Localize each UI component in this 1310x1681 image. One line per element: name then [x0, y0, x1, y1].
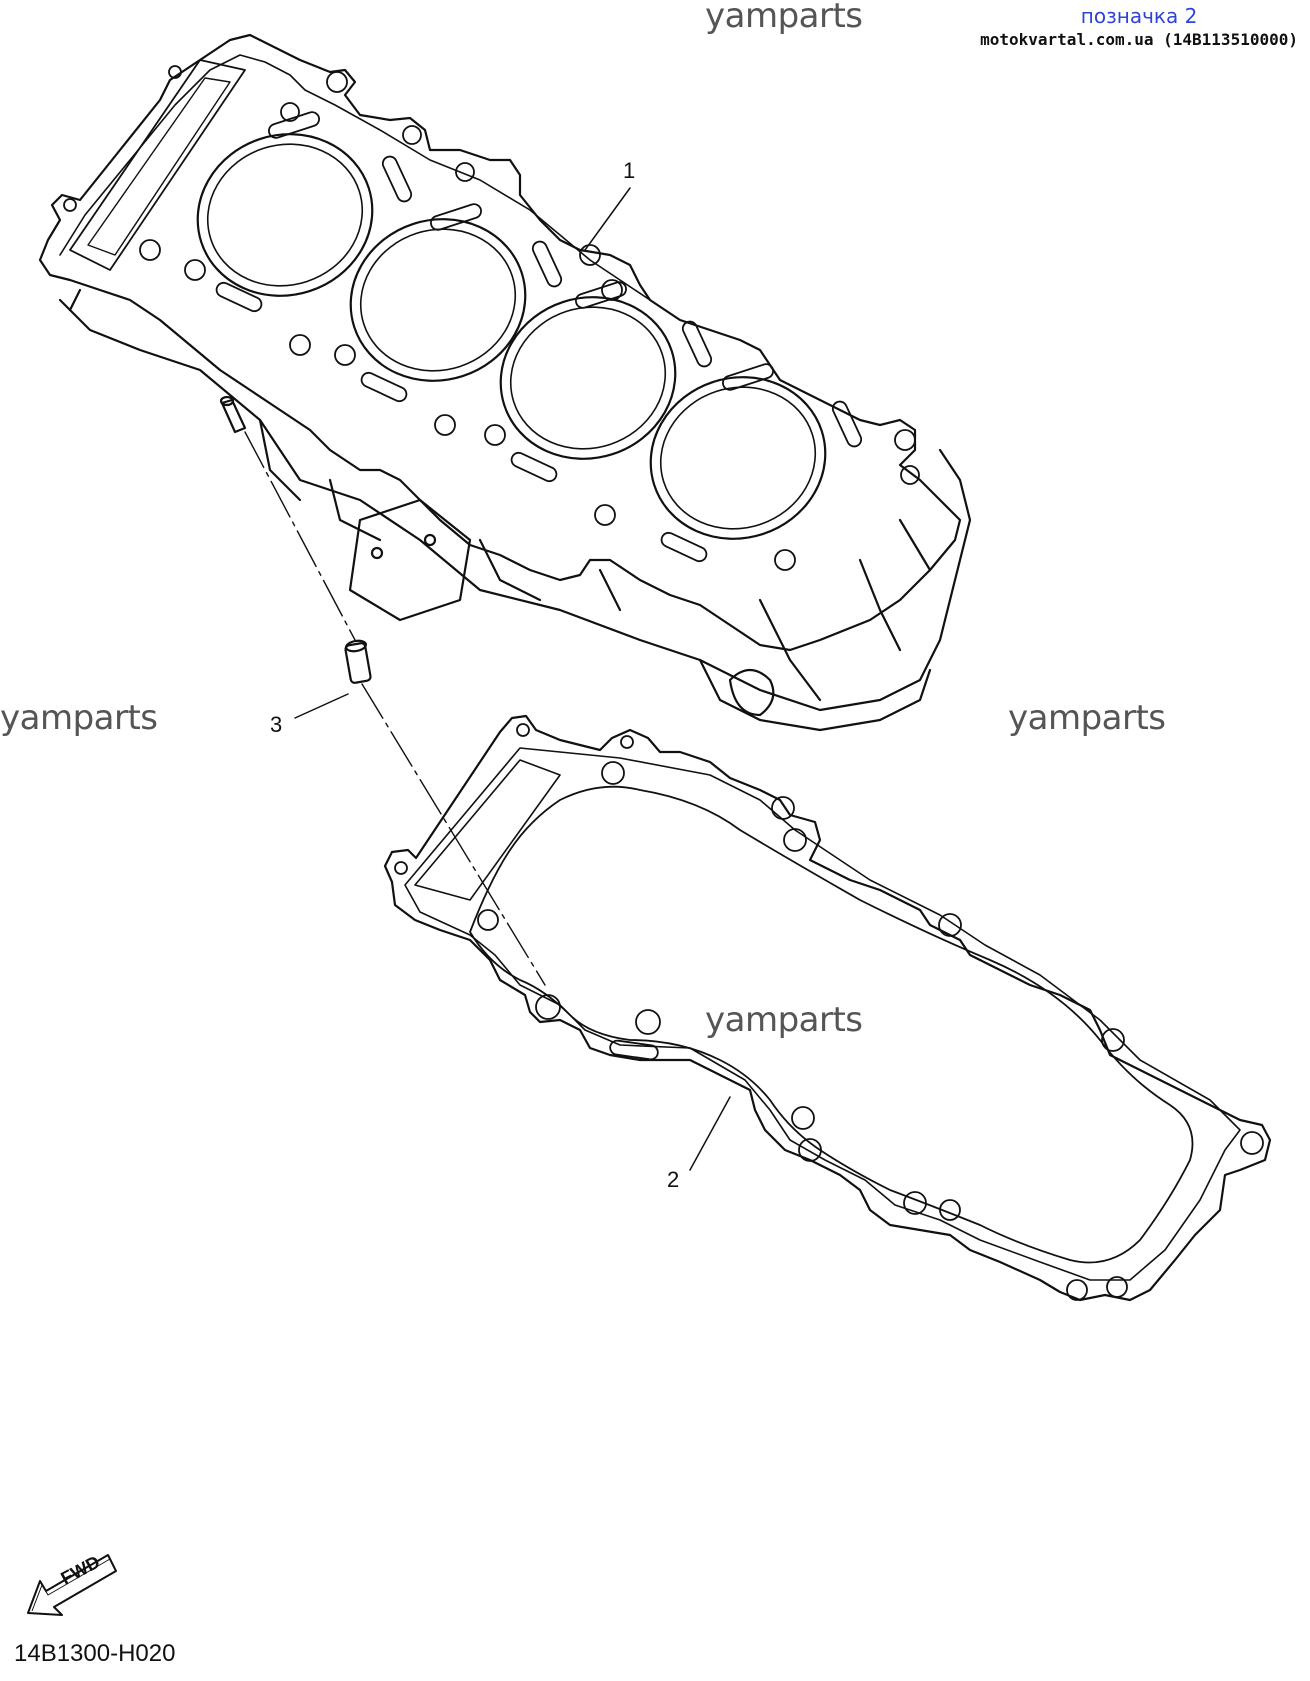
alignment-line — [244, 431, 546, 986]
watermark-top: yamparts — [705, 0, 863, 36]
callout-3: 3 — [270, 712, 283, 737]
fwd-arrow-icon — [27, 1554, 117, 1616]
cylinder-block — [38, 33, 972, 732]
source-tag: позначка 2 motokvartal.com.ua (14B113510… — [980, 4, 1298, 49]
badge-label: позначка 2 — [1080, 4, 1198, 28]
callout-1: 1 — [623, 158, 636, 183]
leader-2 — [689, 1096, 731, 1171]
dowel-pin-upper — [219, 395, 247, 434]
leader-1 — [584, 187, 631, 251]
callout-2: 2 — [667, 1167, 680, 1192]
site-label: motokvartal.com.ua (14B113510000) — [980, 30, 1298, 49]
cylinder-gasket — [383, 714, 1272, 1302]
watermark-center: yamparts — [705, 1000, 863, 1040]
diagram-code: 14B1300-H020 — [14, 1640, 176, 1667]
leader-3 — [294, 693, 349, 719]
watermark-left: yamparts — [0, 698, 158, 738]
dowel-pin — [344, 639, 372, 684]
watermark-right: yamparts — [1008, 698, 1166, 738]
